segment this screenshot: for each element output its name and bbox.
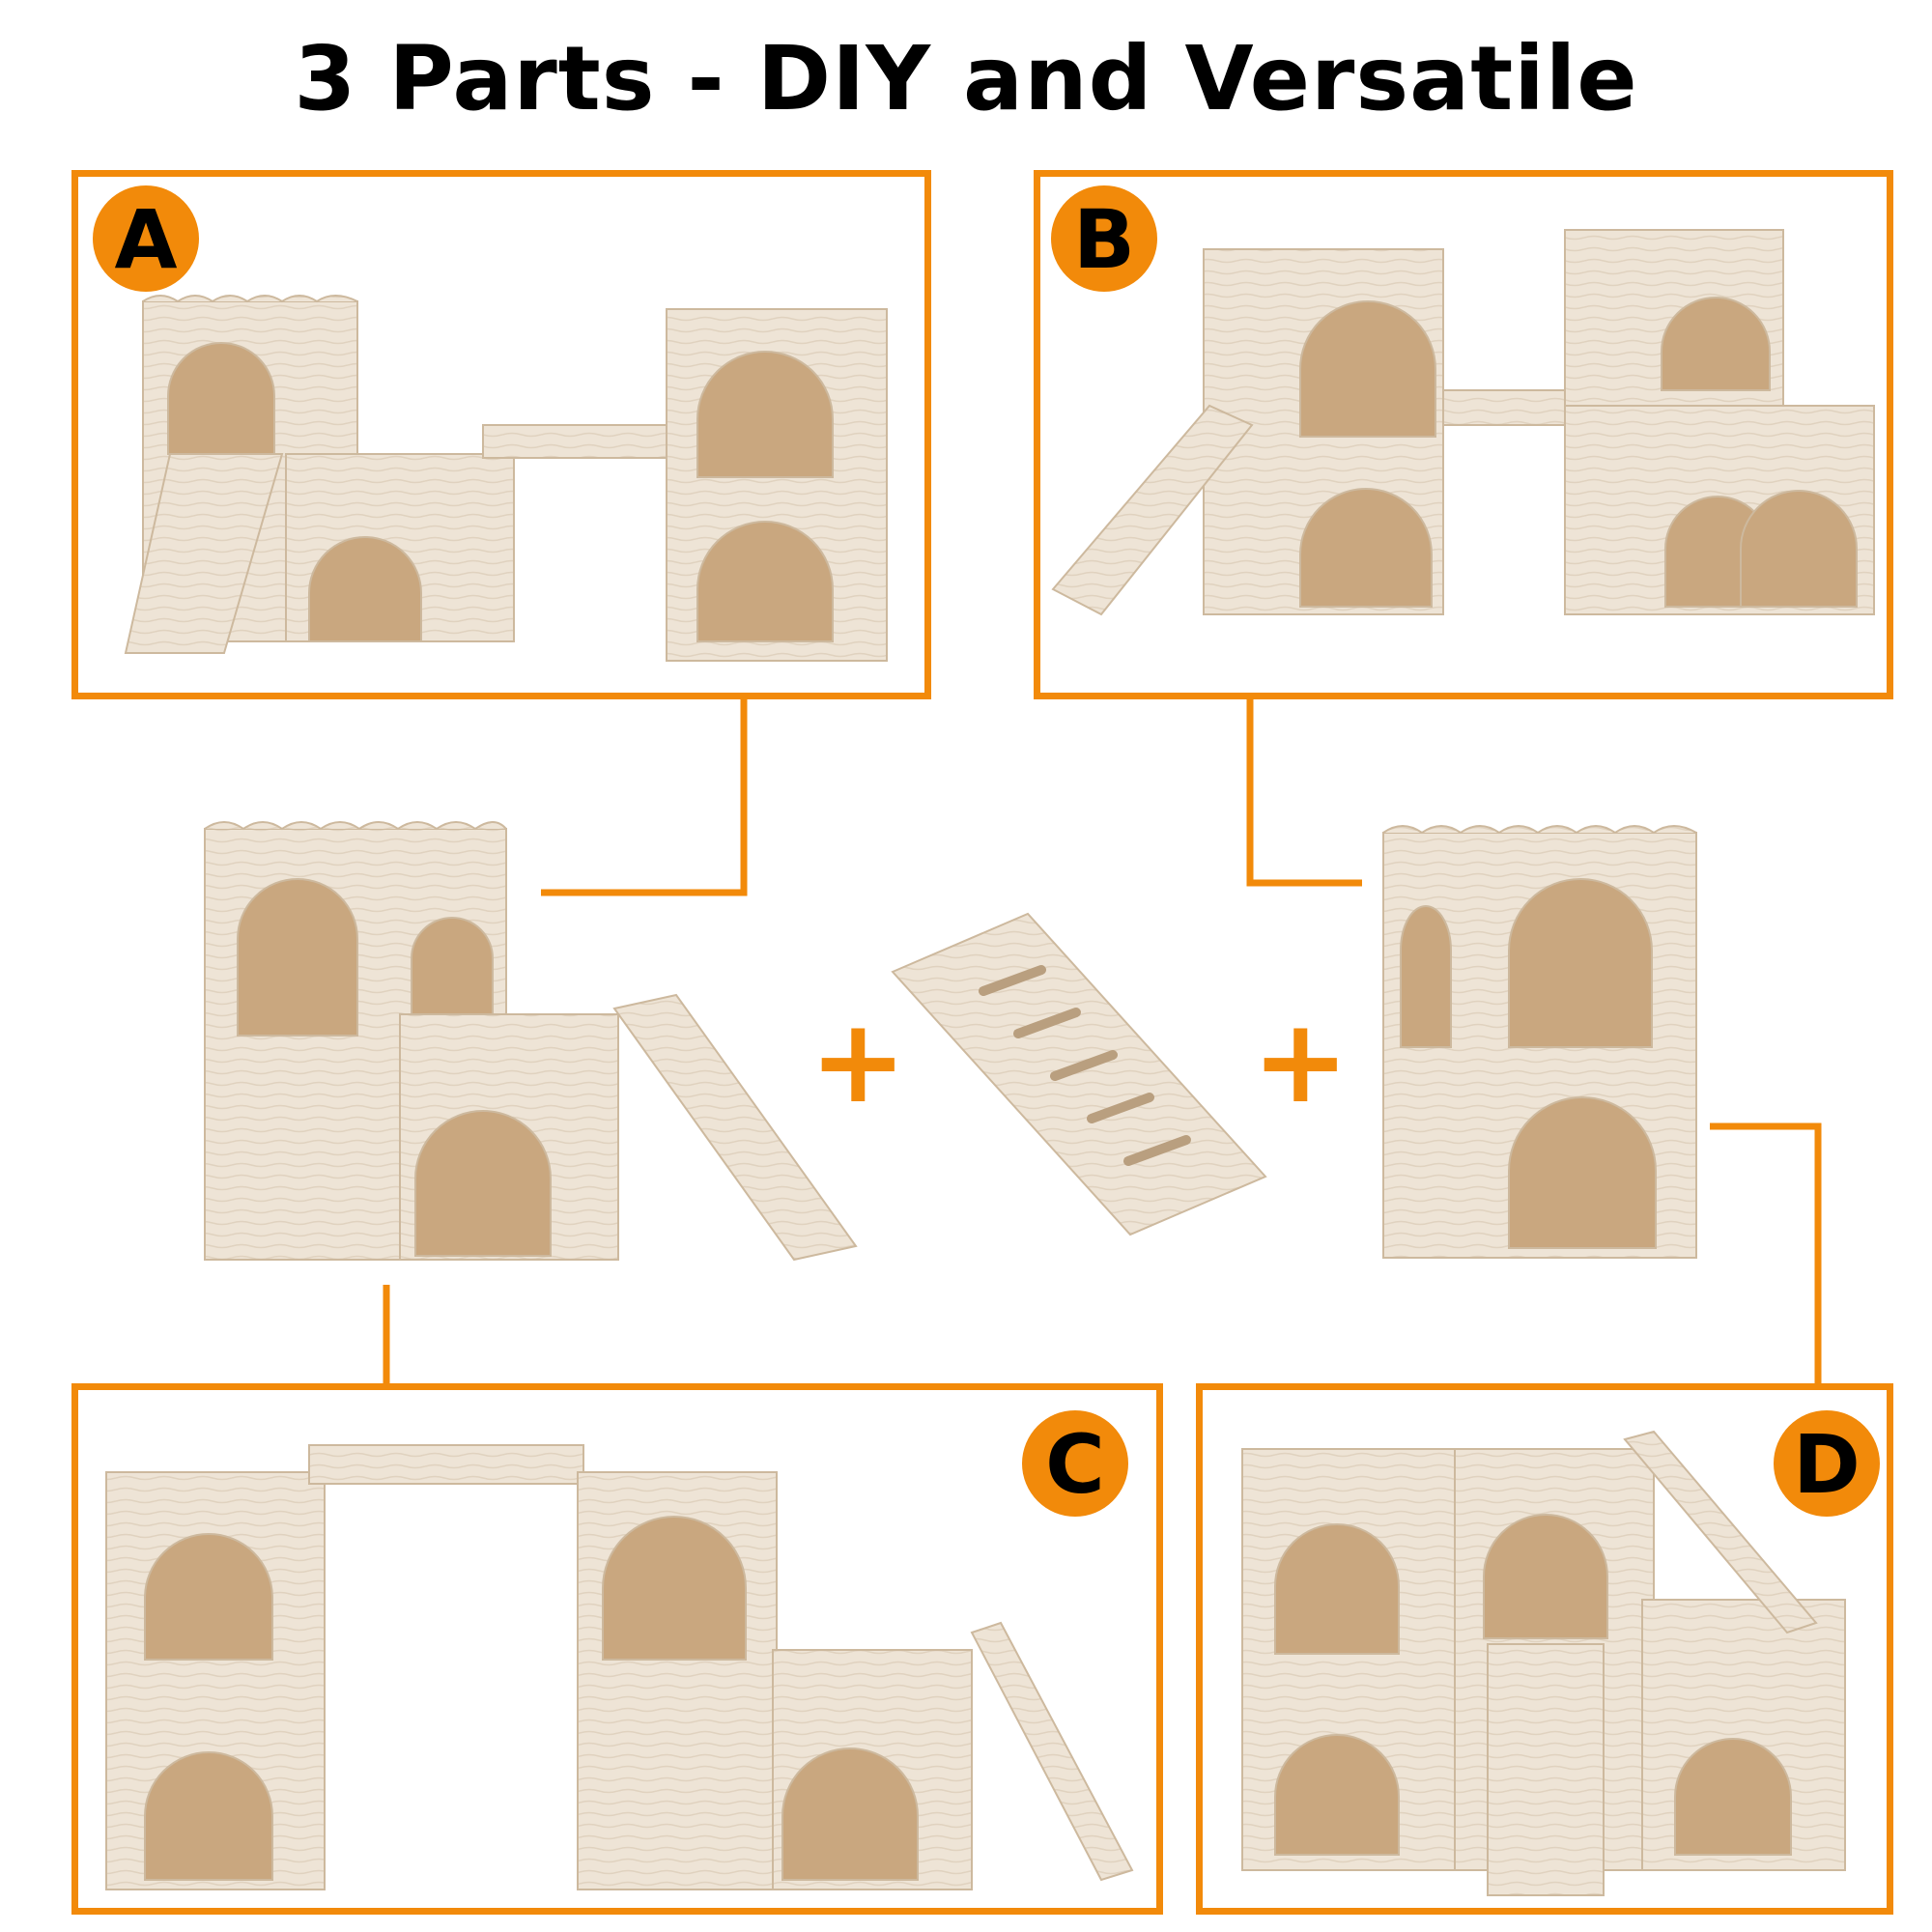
- plus-sign-left: +: [810, 995, 907, 1129]
- panel-d-castle: [1241, 1430, 1846, 1896]
- panel-a-castle: [124, 295, 888, 662]
- page-title: 3 Parts - DIY and Versatile: [294, 27, 1638, 130]
- panel-c-castle: [105, 1444, 1134, 1890]
- tower-with-annex: [204, 821, 858, 1262]
- badge-c: C: [1022, 1410, 1128, 1517]
- connector-lines: [383, 699, 1822, 1383]
- panel-b-castle: [1051, 229, 1875, 616]
- ramp-piece: [891, 912, 1267, 1236]
- plus-sign-right: +: [1252, 995, 1350, 1129]
- badge-b: B: [1051, 185, 1157, 292]
- badge-a: A: [93, 185, 199, 292]
- badge-d: D: [1774, 1410, 1880, 1517]
- tall-tower: [1382, 825, 1697, 1259]
